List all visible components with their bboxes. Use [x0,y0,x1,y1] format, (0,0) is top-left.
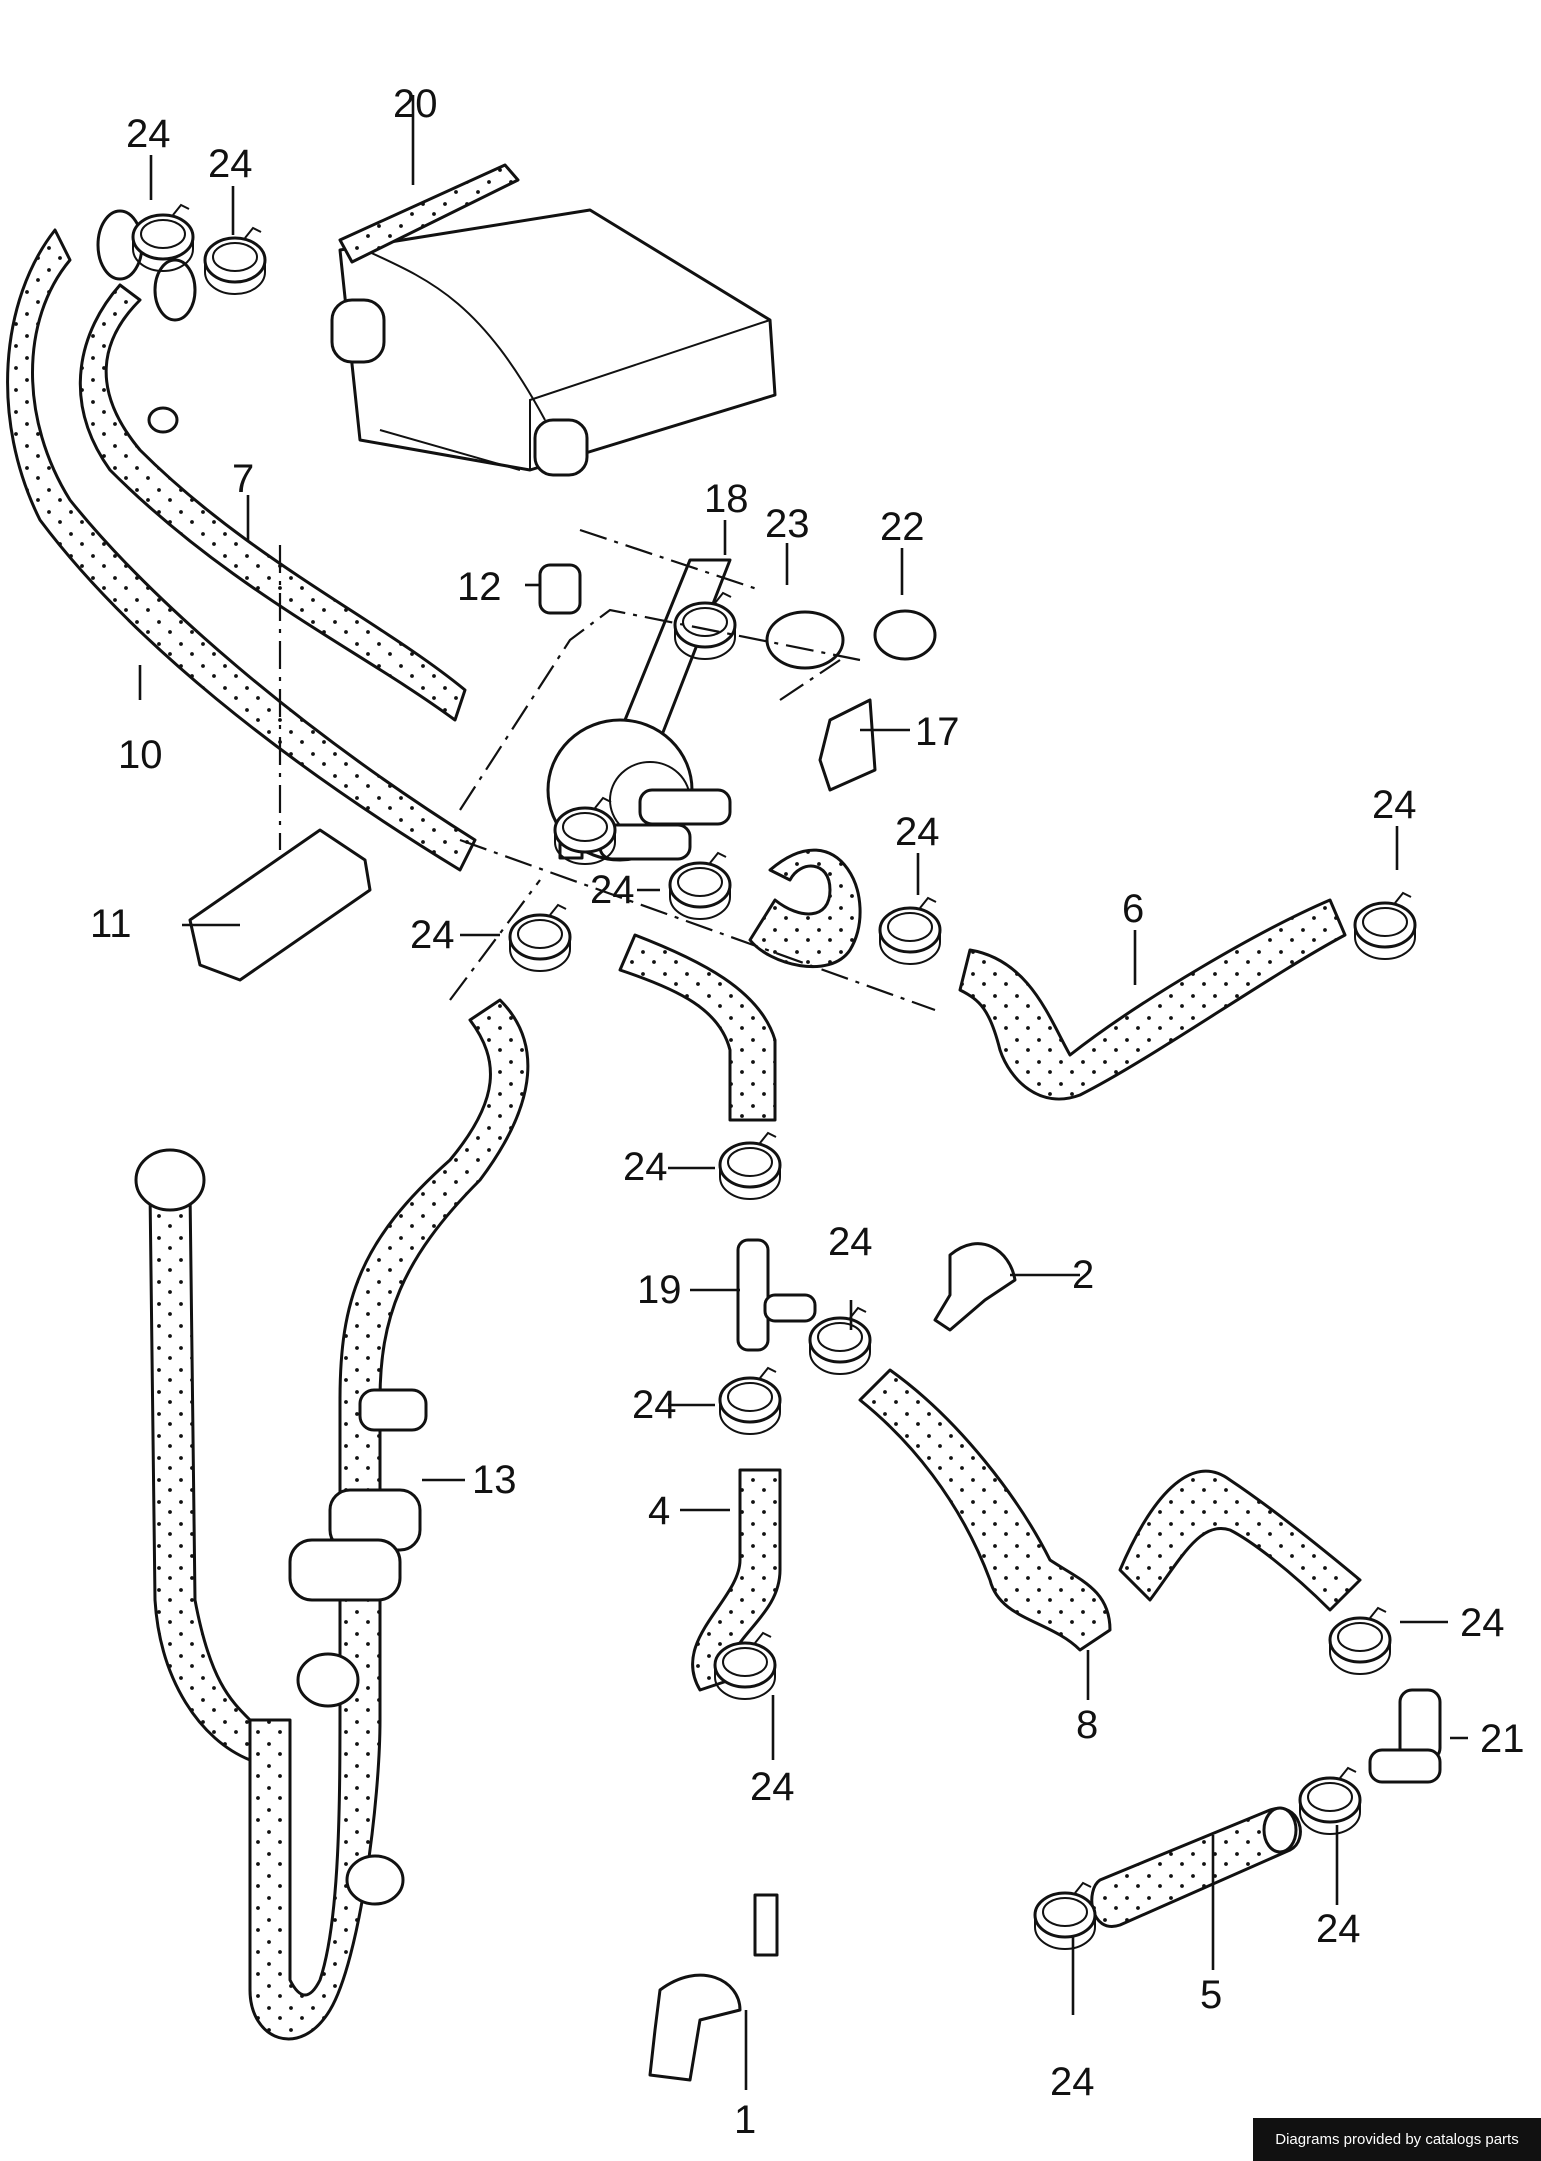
callout-24: 24 [828,1220,873,1264]
hose-4 [691,1468,782,1692]
hose-5 [958,898,1347,1101]
callout-2: 2 [1072,1253,1094,1297]
callout-8: 8 [1076,1703,1098,1747]
tee-19 [736,1238,770,1352]
hose-13 [248,998,530,2041]
holder-2 [933,1242,1017,1332]
hose-13-branch [148,1188,252,1762]
hose-upper-center [618,933,777,1122]
cap-12 [538,563,582,615]
callout-24: 24 [1316,1907,1361,1951]
valve-assembly [546,558,937,862]
callout-20: 21 [1480,1717,1525,1761]
holder-1 [648,1973,742,2082]
callout-24: 24 [126,112,171,156]
hose-8-return [1118,1469,1362,1612]
callout-22: 22 [880,505,925,549]
callout-10: 10 [118,733,163,777]
hose-loop [748,848,862,969]
callout-19: 19 [637,1268,682,1312]
callout-21: 20 [393,82,438,126]
callout-7: 7 [232,457,254,501]
bracket-11 [188,828,372,982]
callout-18: 18 [704,477,749,521]
callout-24: 24 [208,142,253,186]
callout-24: 24 [750,1765,795,1809]
callout-24: 24 [623,1145,668,1189]
hose-10 [6,228,477,872]
hose-7 [78,283,467,722]
callout-24: 24 [1460,1601,1505,1645]
callout-1: 1 [734,2098,756,2142]
callout-labels: 20 24 24 7 18 23 22 12 10 17 24 24 24 6 … [90,82,1525,2142]
callout-17: 17 [915,710,960,754]
hose-8 [858,1368,1112,1652]
seal-strip-21 [338,163,520,264]
callout-12: 12 [457,565,502,609]
callout-24: 24 [410,913,455,957]
callout-5: 6 [1122,887,1144,931]
callout-24: 24 [895,810,940,854]
clip-17 [818,698,877,792]
heater-box [330,208,777,477]
callout-24: 24 [1050,2060,1095,2104]
credit-banner: Diagrams provided by catalogs parts [1253,2118,1541,2161]
callout-6: 5 [1200,1973,1222,2017]
leader-lines [138,95,1468,2090]
callout-11: 11 [90,902,132,946]
callout-13: 13 [472,1458,517,1502]
callout-4: 4 [648,1489,670,1533]
callout-23: 23 [765,502,810,546]
callout-24: 24 [590,868,635,912]
callout-24: 24 [1372,783,1417,827]
callout-24: 24 [632,1383,677,1427]
